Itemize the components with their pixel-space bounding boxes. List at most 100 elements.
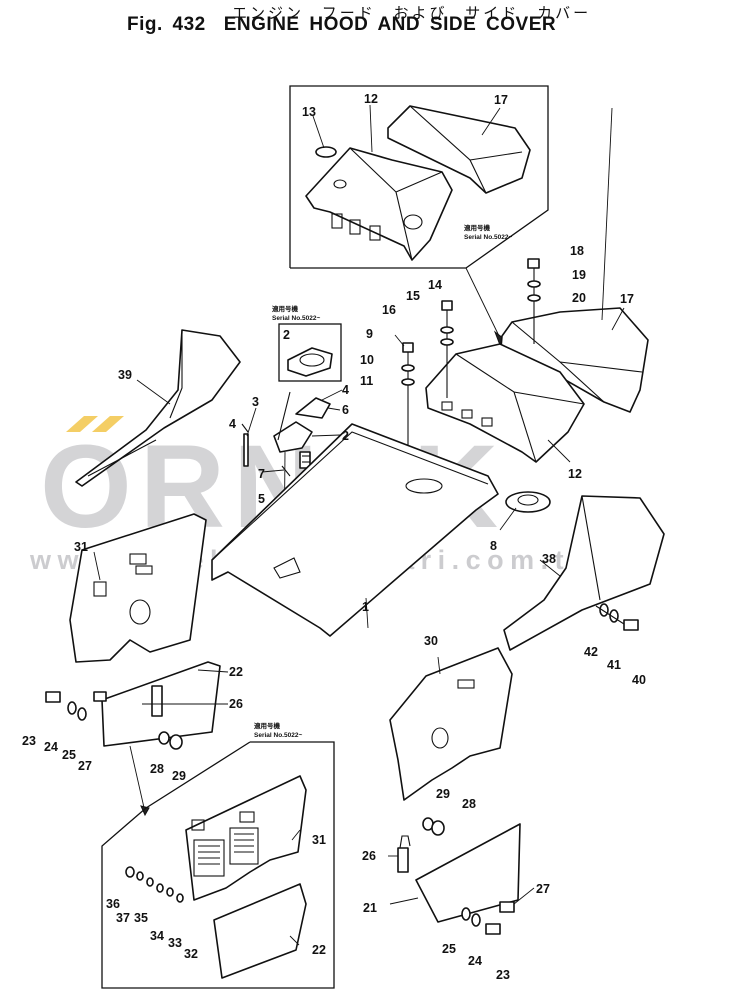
washer-19: [527, 280, 541, 288]
callout-29: 29: [436, 787, 450, 801]
callout-21: 21: [363, 901, 377, 915]
callout-3: 3: [252, 395, 259, 409]
callout-13: 13: [302, 105, 316, 119]
pin-3: [243, 433, 249, 467]
callout-24: 24: [468, 954, 482, 968]
callout-24: 24: [44, 740, 58, 754]
callout-2: 2: [342, 429, 349, 443]
bolt-27: [499, 901, 515, 913]
callout-2-inset: 2: [283, 328, 290, 342]
callout-28: 28: [150, 762, 164, 776]
leader-lines: [93, 107, 625, 946]
callout-12: 12: [568, 467, 582, 481]
callout-7: 7: [258, 467, 265, 481]
callout-30: 30: [424, 634, 438, 648]
callout-26: 26: [229, 697, 243, 711]
callout-23: 23: [496, 968, 510, 982]
washer-25: [77, 707, 87, 721]
inset-top: 適用号機 Serial No.5022~: [289, 85, 549, 347]
serial-note: Serial No.5022~: [464, 234, 512, 241]
side-cover-39: [75, 329, 241, 487]
callout-25: 25: [62, 748, 76, 762]
callout-11: 11: [360, 374, 373, 388]
callout-33: 33: [168, 936, 182, 950]
callout-22: 22: [229, 665, 243, 679]
plate-6: [295, 397, 331, 419]
callout-27: 27: [78, 759, 92, 773]
callout-10: 10: [360, 353, 374, 367]
watermark-accent-mark: [92, 416, 124, 432]
callout-26: 26: [362, 849, 376, 863]
cap-13: [315, 146, 337, 158]
side-cover-31: [45, 513, 221, 817]
callout-35: 35: [134, 911, 148, 925]
washer-37: [136, 871, 144, 881]
watermark-accent-mark: [66, 416, 98, 432]
hinge-26: [151, 685, 163, 717]
callout-15: 15: [406, 289, 420, 303]
cover-31-inset: [185, 775, 307, 901]
callout-1: 1: [362, 600, 369, 614]
hinge-26: [397, 847, 409, 873]
washer-25: [461, 907, 471, 921]
figure-title-text: ENGINE HOOD AND SIDE COVER: [223, 14, 557, 35]
callout-19: 19: [572, 268, 586, 282]
bolt-14: [441, 300, 453, 311]
callout-20: 20: [572, 291, 586, 305]
washer-16: [440, 338, 454, 346]
washer-28: [431, 820, 445, 836]
callout-28: 28: [462, 797, 476, 811]
washer-33: [166, 887, 174, 897]
washer-20: [527, 294, 541, 302]
washer-10: [401, 364, 415, 372]
washer-24: [67, 701, 77, 715]
callout-25: 25: [442, 942, 456, 956]
hood-12: [425, 343, 585, 463]
inset-bottom: 適用号機 Serial No.5022~: [101, 721, 335, 989]
callout-4: 4: [229, 417, 236, 431]
callout-18: 18: [570, 244, 584, 258]
assy-hood-12-right: [401, 258, 649, 463]
side-cover-38: [503, 495, 665, 651]
callout-14: 14: [428, 278, 442, 292]
callout-27: 27: [536, 882, 550, 896]
washer-34: [156, 883, 164, 893]
callout-36: 36: [106, 897, 120, 911]
washer-15: [440, 326, 454, 334]
bolt-27: [93, 691, 107, 702]
callout-31-inset: 31: [312, 833, 326, 847]
callout-37: 37: [116, 911, 130, 925]
bracket-2-inset: [287, 347, 333, 377]
callout-40: 40: [632, 673, 646, 687]
callout-16: 16: [382, 303, 396, 317]
bolt-40: [623, 619, 639, 631]
callout-5: 5: [258, 492, 265, 506]
serial-note: Serial No.5022~: [254, 732, 302, 739]
bolt-18: [527, 258, 540, 269]
callout-8: 8: [490, 539, 497, 553]
nut-29: [169, 734, 183, 750]
panel-22-inset: [213, 883, 307, 979]
callout-4: 4: [342, 383, 349, 397]
panel-21: [397, 817, 521, 935]
inset-bracket-2: 適用号機 Serial No.5022~: [272, 304, 342, 382]
callout-6: 6: [342, 403, 349, 417]
bracket-2: [273, 421, 313, 453]
title-japanese: エンジン フード および サイド カバー: [232, 4, 592, 22]
callout-9: 9: [366, 327, 373, 341]
callout-42: 42: [584, 645, 598, 659]
callout-31: 31: [74, 540, 88, 554]
bolt-23: [485, 923, 501, 935]
washer-35: [146, 877, 154, 887]
seal-8: [505, 491, 551, 513]
callout-23: 23: [22, 734, 36, 748]
bolt-23: [45, 691, 61, 703]
callout-32: 32: [184, 947, 198, 961]
nut-32: [176, 893, 184, 903]
washer-28: [158, 731, 170, 745]
callout-39: 39: [118, 368, 132, 382]
engine-hood-1: [211, 423, 499, 637]
